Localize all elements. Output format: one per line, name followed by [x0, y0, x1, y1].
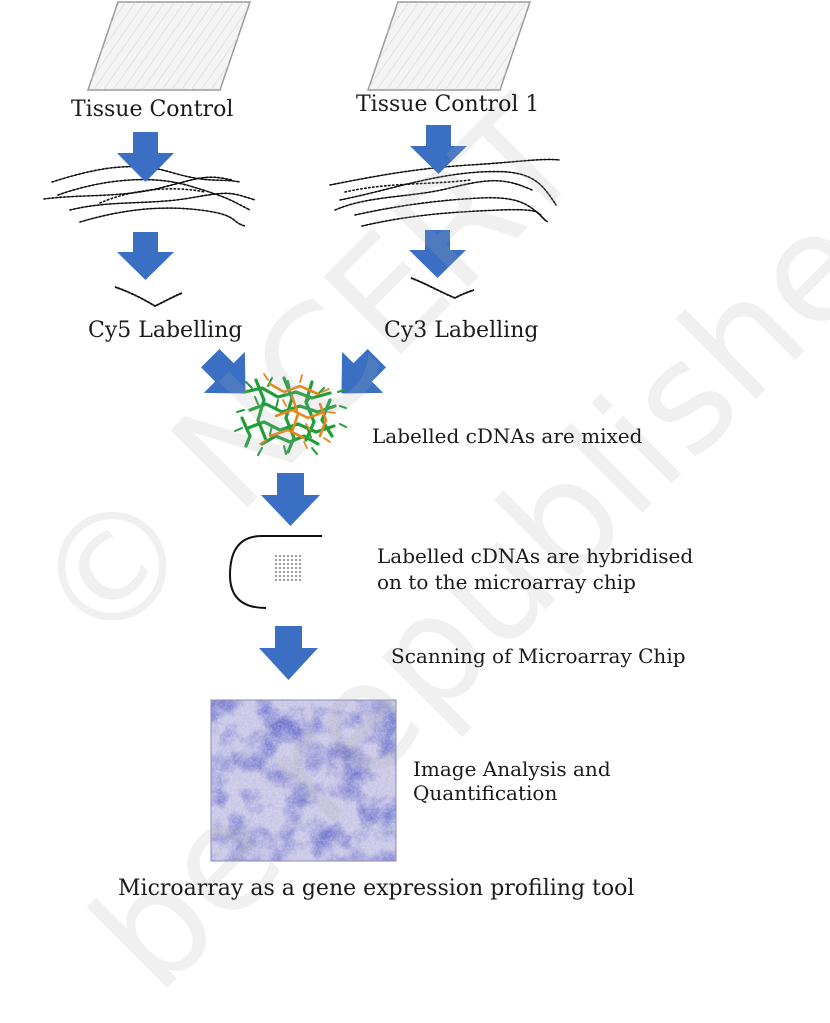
cdna-strand-icon	[329, 158, 561, 227]
label-analysis-line1: Image Analysis and	[413, 757, 611, 781]
microarray-chip-icon	[228, 535, 322, 609]
arrow-down-icon	[341, 349, 386, 394]
arrow-down-icon	[259, 626, 318, 680]
arrow-down-icon	[201, 349, 246, 394]
figure-caption: Microarray as a gene expression profilin…	[118, 876, 635, 901]
label-analysis-line2: Quantification	[413, 781, 558, 805]
tissue-slide-icon	[86, 1, 252, 91]
label-mixed: Labelled cDNAs are mixed	[372, 424, 643, 448]
arrow-down-icon	[261, 473, 320, 526]
scan-image-icon	[210, 699, 397, 862]
tissue-slide-icon	[366, 1, 532, 91]
arrow-down-icon	[410, 125, 467, 174]
label-hybridised-line1: Labelled cDNAs are hybridised	[377, 544, 694, 568]
label-cy3-labelling: Cy3 Labelling	[384, 318, 539, 343]
mixed-cdna-icon	[234, 373, 347, 456]
label-cy5-labelling: Cy5 Labelling	[88, 318, 243, 343]
label-tissue-control-1: Tissue Control 1	[356, 92, 540, 117]
label-tissue-control: Tissue Control	[71, 97, 234, 122]
label-scanning: Scanning of Microarray Chip	[391, 644, 686, 668]
diagram-canvas	[43, 1, 561, 862]
arrow-down-icon	[117, 232, 174, 280]
label-hybridised-line2: on to the microarray chip	[377, 570, 636, 594]
arrow-down-icon	[409, 230, 466, 278]
arrow-down-icon	[117, 132, 174, 182]
cdna-strand-icon	[410, 277, 475, 299]
